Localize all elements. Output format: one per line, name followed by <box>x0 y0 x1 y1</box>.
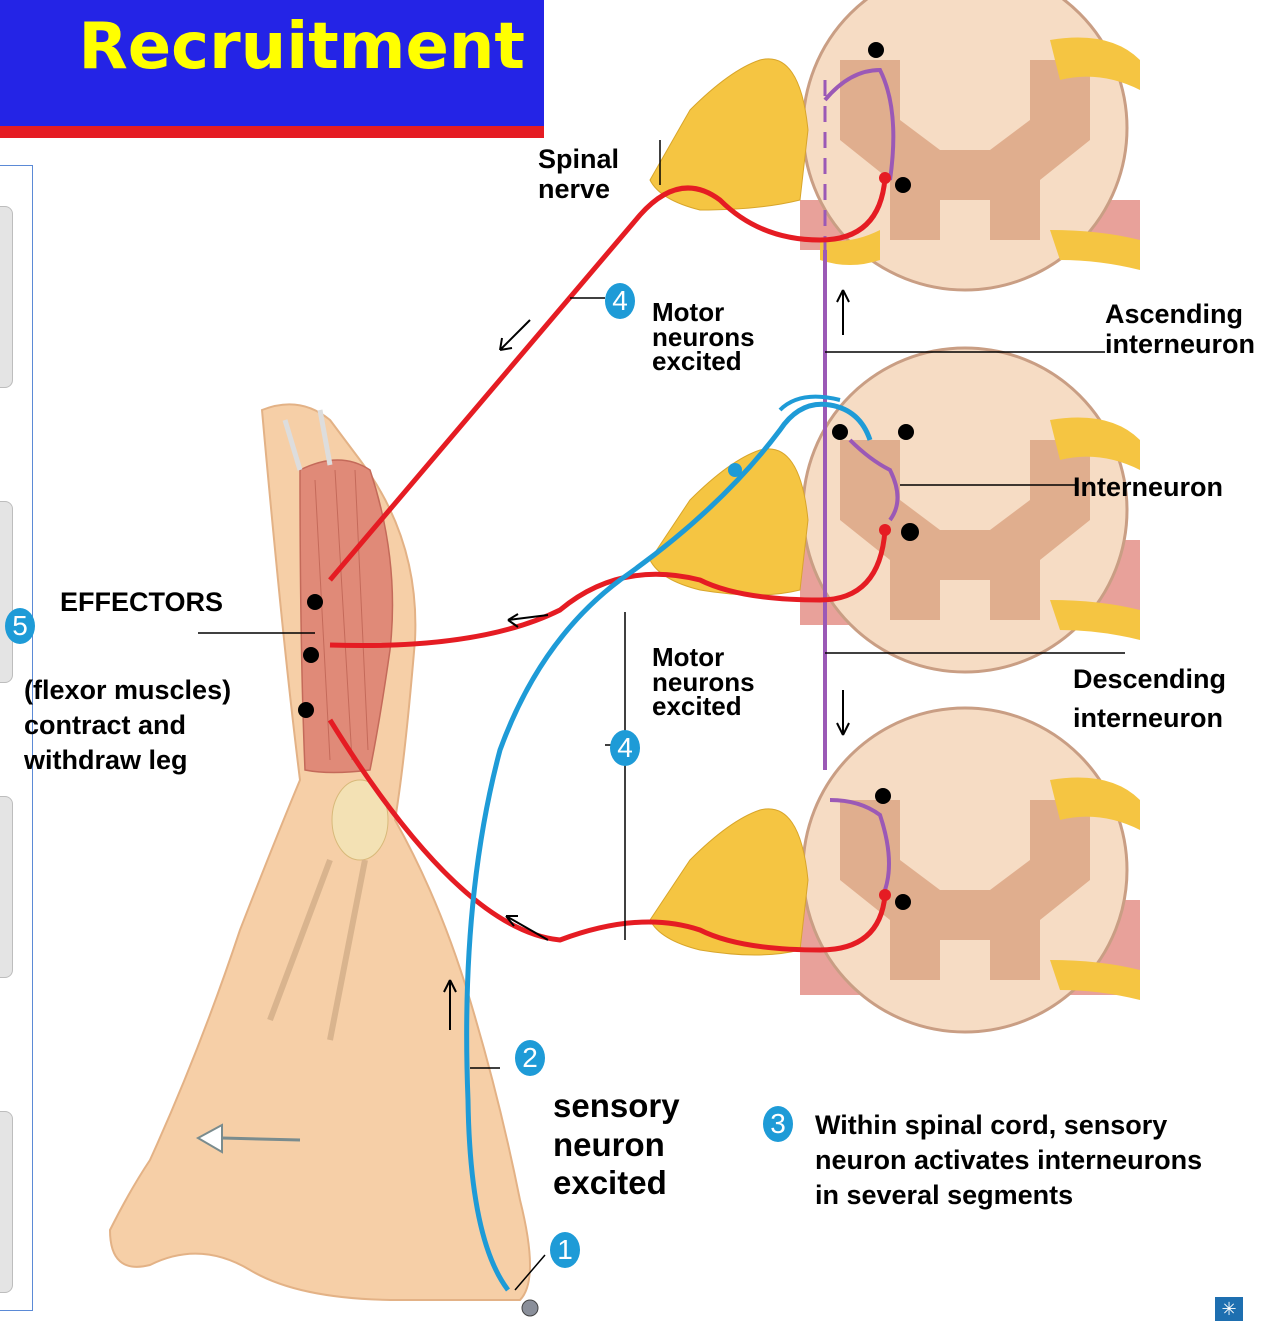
step-5-badge: 5 <box>5 608 35 644</box>
plus-sign-icon <box>898 424 914 440</box>
label-within-spinal-cord: Within spinal cord, sensory neuron activ… <box>815 1108 1202 1213</box>
inhibit-dot-icon <box>901 523 919 541</box>
panel-tab <box>0 206 13 388</box>
label-sensory-neuron: sensory neuron excited <box>553 1087 680 1203</box>
label-motor-neurons-middle: Motor neurons excited <box>652 645 755 719</box>
label-effectors: EFFECTORS <box>60 588 223 618</box>
step-4-badge: 4 <box>605 283 635 319</box>
withdraw-arrow-icon <box>222 1138 300 1140</box>
inhibit-dot-icon <box>307 594 323 610</box>
slide-title: Recruitment <box>0 10 525 84</box>
panel-tab <box>0 501 13 683</box>
step-4-badge: 4 <box>610 730 640 766</box>
label-ascending-interneuron: Ascending interneuron <box>1105 300 1255 359</box>
plus-sign-icon <box>303 647 319 663</box>
label-flexor-muscles: (flexor muscles) contract and withdraw l… <box>24 673 231 778</box>
label-spinal-nerve: Spinal nerve <box>538 145 619 204</box>
plus-sign-icon <box>868 42 884 58</box>
label-descending-interneuron: Descending interneuron <box>1073 660 1226 738</box>
plus-sign-icon <box>895 894 911 910</box>
tack-icon <box>522 1300 538 1316</box>
plus-sign-icon <box>895 177 911 193</box>
spinal-segment-bottom <box>650 708 1140 1032</box>
step-3-badge: 3 <box>763 1106 793 1142</box>
label-interneuron: Interneuron <box>1073 473 1223 503</box>
logo-icon: ✳ <box>1215 1297 1243 1321</box>
step-1-badge: 1 <box>550 1232 580 1268</box>
plus-sign-icon <box>832 424 848 440</box>
panel-tab <box>0 796 13 978</box>
title-bar: Recruitment <box>0 0 544 138</box>
step-2-badge: 2 <box>515 1040 545 1076</box>
plus-sign-icon <box>875 788 891 804</box>
plus-sign-icon <box>298 702 314 718</box>
panel-tab <box>0 1111 13 1293</box>
label-motor-neurons-top: Motor neurons excited <box>652 300 755 374</box>
